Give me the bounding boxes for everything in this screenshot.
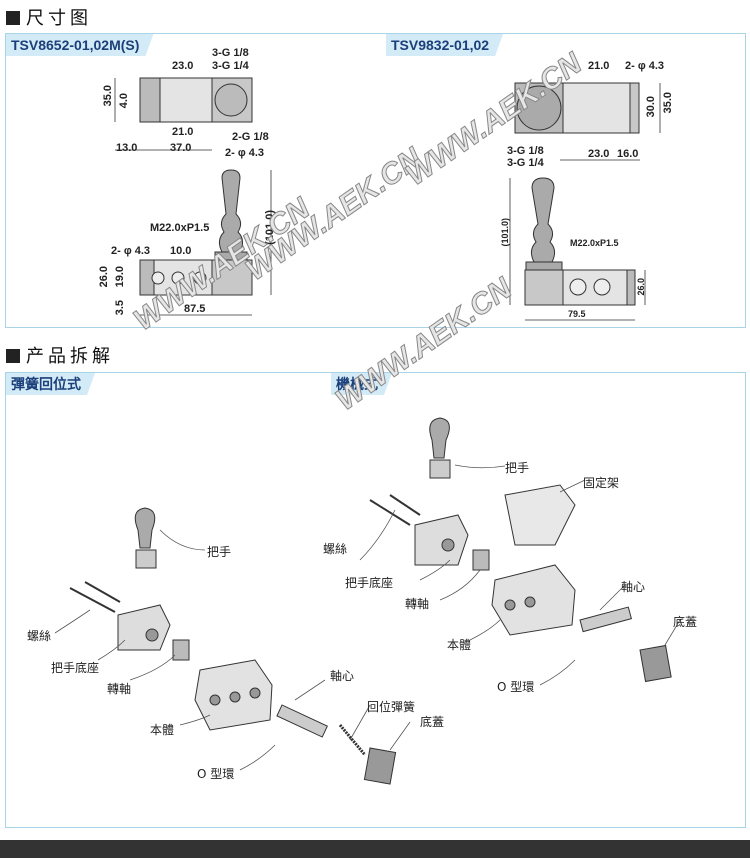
dim-label: 13.0 — [116, 142, 138, 154]
dim-label: 2-G 1/8 — [232, 131, 269, 143]
part-label-spool: 軸心 — [621, 580, 646, 594]
dim-label: 16.0 — [617, 148, 639, 160]
part-label-screw: 螺絲 — [27, 629, 52, 643]
dim-label: 35.0 — [662, 92, 674, 114]
dim-label: 3.5 — [114, 300, 126, 316]
part-label-screw: 螺絲 — [323, 542, 348, 556]
section-title-exploded: 产品拆解 — [6, 342, 114, 368]
technical-drawings — [54, 77, 681, 785]
tab-spring-return: 彈簧回位式 — [6, 373, 95, 395]
part-label-cover: 底蓋 — [420, 715, 445, 729]
dim-label: 3-G 1/4 — [507, 157, 544, 169]
dim-label: 21.0 — [172, 126, 194, 138]
dim-label: 30.0 — [645, 96, 657, 118]
part-label-handle-base: 把手底座 — [345, 576, 394, 590]
dim-label: 2- φ 4.3 — [625, 60, 665, 72]
dim-label: 79.5 — [568, 309, 586, 319]
part-label-handle-base: 把手底座 — [51, 661, 100, 675]
dim-label: 3-G 1/8 — [212, 47, 249, 59]
part-label-shaft: 轉軸 — [107, 682, 132, 696]
dim-label: 35.0 — [102, 85, 114, 107]
dim-label: 26.0 — [636, 278, 646, 296]
dim-label: 19.0 — [114, 266, 126, 288]
dim-label: 26.0 — [98, 266, 110, 288]
part-label-body: 本體 — [447, 638, 472, 652]
tab-tsv9832: TSV9832-01,02 — [386, 34, 503, 56]
dim-label: M22.0xP1.5 — [150, 222, 210, 234]
part-label-oring: O 型環 — [497, 680, 535, 694]
part-label-spool: 軸心 — [330, 669, 355, 683]
part-label-spring: 回位彈簧 — [367, 700, 416, 714]
part-label-oring: O 型環 — [197, 767, 235, 781]
dim-label: (101.0) — [500, 218, 510, 247]
part-label-cover: 底蓋 — [673, 615, 698, 629]
dim-label: 2- φ 4.3 — [225, 147, 265, 159]
exploded-panel: 彈簧回位式 機械式 — [5, 372, 746, 828]
part-label-body: 本體 — [150, 723, 175, 737]
tab-mechanical: 機械式 — [331, 373, 392, 395]
dimensions-panel: TSV8652-01,02M(S) TSV9832-01,02 — [5, 33, 746, 328]
footer-bar — [0, 840, 750, 858]
dim-label: 3-G 1/8 — [507, 145, 544, 157]
dim-label: 10.0 — [170, 245, 192, 257]
dim-label: 3-G 1/4 — [212, 60, 249, 72]
dim-label: 37.0 — [170, 142, 192, 154]
dim-label: 4.0 — [118, 93, 130, 109]
dim-label: 2- φ 4.3 — [111, 245, 151, 257]
dim-label: 21.0 — [588, 60, 610, 72]
section-title-dimensions: 尺寸图 — [6, 4, 92, 30]
part-label-shaft: 轉軸 — [405, 597, 430, 611]
tab-tsv8652: TSV8652-01,02M(S) — [6, 34, 153, 56]
part-label-handle: 把手 — [207, 545, 232, 559]
part-label-handle: 把手 — [505, 461, 530, 475]
part-label-bracket: 固定架 — [583, 476, 620, 490]
dim-label: 23.0 — [588, 148, 610, 160]
dim-label: M22.0xP1.5 — [570, 238, 619, 248]
dim-label: 23.0 — [172, 60, 194, 72]
dim-label: 87.5 — [184, 303, 206, 315]
